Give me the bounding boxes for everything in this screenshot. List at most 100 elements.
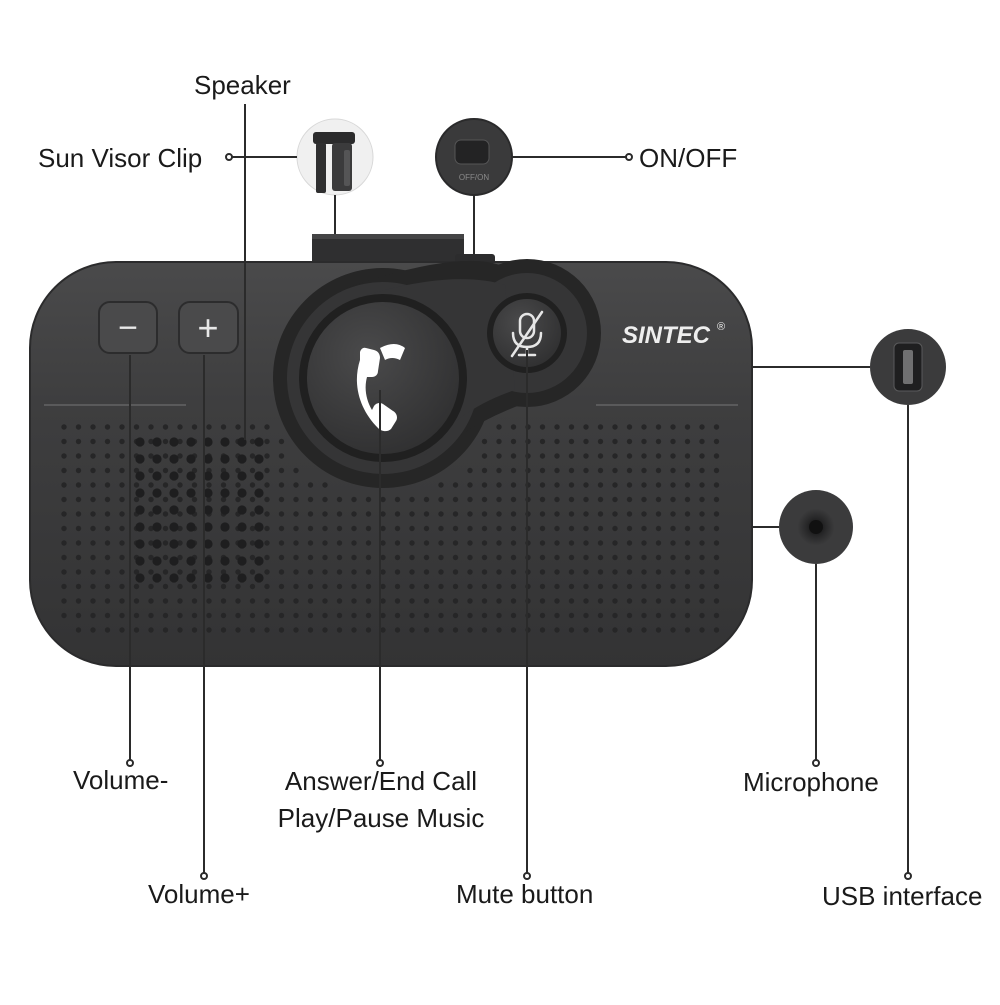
label-microphone: Microphone [743,767,879,797]
grille-hole [177,540,183,546]
grille-hole [162,496,169,503]
grille-hole [467,525,473,532]
speaker-hole [254,471,264,481]
grille-hole [655,554,662,561]
grille-hole [467,627,473,633]
grille-hole [641,554,647,561]
grille-hole [510,496,517,503]
label-mute-button: Mute button [456,879,594,909]
grille-hole [539,612,546,619]
grille-hole [612,554,618,561]
grille-hole [568,511,575,517]
grille-hole [612,482,618,488]
grille-hole [452,612,459,619]
grille-hole [597,569,604,575]
grille-hole [322,554,328,561]
grille-hole [264,598,270,604]
speaker-hole [135,522,145,532]
grille-hole [597,583,604,590]
grille-hole [162,540,169,546]
grille-hole [554,424,560,430]
volume-plus-button[interactable]: + [178,301,239,354]
grille-hole [641,424,647,430]
power-slider-icon[interactable] [454,139,490,165]
grille-hole [438,612,444,619]
grille-hole [409,540,415,546]
grille-hole [713,496,720,503]
grille-hole [307,511,314,517]
speaker-hole [169,454,179,464]
grille-hole [626,627,633,633]
grille-hole [423,540,430,546]
grille-hole [539,598,546,604]
speaker-hole [135,488,145,498]
label-sun-visor-clip: Sun Visor Clip [38,143,203,173]
grille-hole [307,482,314,488]
grille-hole [75,424,82,430]
grille-hole [713,525,720,532]
grille-hole [264,583,270,590]
mute-button[interactable] [487,293,567,373]
grille-hole [684,554,691,561]
grille-hole [510,467,517,474]
answer-end-call-button[interactable] [299,294,467,462]
grille-hole [235,467,241,474]
grille-hole [61,612,67,619]
grille-hole [626,525,633,532]
speaker-hole [254,454,264,464]
grille-hole [583,569,589,575]
grille-hole [539,496,546,503]
grille-hole [148,467,154,474]
grille-hole [177,598,183,604]
grille-hole [148,583,154,590]
grille-hole [90,438,96,445]
grille-hole [496,438,502,445]
grille-hole [597,612,604,619]
grille-hole [322,511,328,517]
grille-hole [568,467,575,474]
grille-hole [452,583,459,590]
speaker-hole [169,573,179,583]
grille-hole [380,598,386,604]
grille-hole [597,627,604,633]
grille-hole [452,569,459,575]
switch-detail-circle: OFF/ON [435,118,513,196]
clip-detail-circle [296,118,374,196]
grille-hole [699,525,705,532]
grille-hole [670,511,676,517]
grille-hole [583,438,589,445]
grille-hole [641,482,647,488]
grille-hole [510,511,517,517]
grille-hole [365,540,372,546]
grille-hole [423,569,430,575]
grille-hole [206,583,212,590]
grille-hole [496,424,502,430]
grille-hole [278,438,285,445]
grille-hole [307,627,314,633]
grille-hole [162,612,169,619]
grille-hole [452,540,459,546]
plus-icon: + [197,307,218,348]
grille-hole [162,569,169,575]
grille-hole [481,569,488,575]
grille-hole [104,612,111,619]
grille-hole [481,496,488,503]
grille-hole [467,496,473,503]
speaker-hole [254,573,264,583]
grille-hole [568,598,575,604]
grille-hole [307,540,314,546]
speaker-hole [186,505,196,515]
grille-hole [583,627,589,633]
grille-hole [293,612,299,619]
grille-hole [278,482,285,488]
grille-hole [336,554,343,561]
grille-hole [104,598,111,604]
grille-hole [75,482,82,488]
grille-hole [597,598,604,604]
grille-hole [278,511,285,517]
grille-hole [409,627,415,633]
volume-minus-button[interactable]: − [98,301,158,354]
grille-hole [61,424,67,430]
grille-hole [655,569,662,575]
grille-hole [481,612,488,619]
